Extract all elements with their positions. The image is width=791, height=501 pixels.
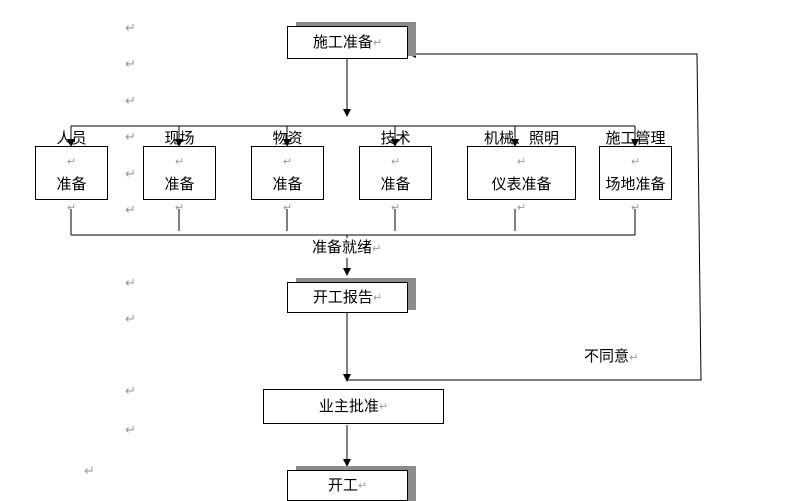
- paragraph-mark: ↵: [282, 155, 293, 168]
- paragraph-mark: ↵: [378, 400, 389, 413]
- paragraph-mark: ↵: [125, 384, 136, 399]
- paragraph-mark: ↵: [629, 351, 639, 364]
- paragraph-mark: ↵: [125, 57, 136, 72]
- label-ready: 准备就绪↵: [312, 238, 382, 258]
- paragraph-mark: ↵: [125, 94, 136, 109]
- node-site-prep: 现场 ↵ 准备 ↵: [143, 129, 216, 214]
- node-start-work-label: 开工: [327, 476, 358, 494]
- paragraph-mark: ↵: [372, 242, 382, 255]
- paragraph-mark: ↵: [125, 423, 136, 438]
- node-construction-prep-label: 施工准备: [312, 33, 373, 51]
- paragraph-mark: ↵: [174, 155, 185, 168]
- label-disagree: 不同意↵: [584, 347, 638, 367]
- node-machinery-prep: 机械、照明 ↵ 仪表准备 ↵: [467, 129, 576, 214]
- paragraph-mark: ↵: [84, 464, 95, 479]
- paragraph-mark: ↵: [516, 201, 527, 214]
- site-prep-line2: 准备: [164, 175, 195, 193]
- machinery-prep-line1: 机械、照明: [483, 129, 559, 147]
- paragraph-mark: ↵: [125, 203, 136, 218]
- node-material-prep: 物资 ↵ 准备 ↵: [251, 129, 324, 214]
- machinery-prep-line2: 仪表准备: [491, 175, 552, 193]
- personnel-prep-line2: 准备: [56, 175, 87, 193]
- node-construction-prep: 施工准备↵: [287, 26, 408, 59]
- paragraph-mark: ↵: [390, 155, 401, 168]
- node-owner-approval-label: 业主批准: [318, 397, 379, 415]
- site-prep-line1: 现场: [164, 129, 195, 147]
- node-personnel-prep: 人员 ↵ 准备 ↵: [35, 129, 108, 214]
- node-start-report-label: 开工报告: [312, 288, 373, 306]
- paragraph-mark: ↵: [372, 36, 383, 49]
- paragraph-mark: ↵: [630, 155, 641, 168]
- paragraph-mark: ↵: [390, 201, 401, 214]
- paragraph-mark: ↵: [125, 21, 136, 36]
- paragraph-mark: ↵: [66, 155, 77, 168]
- personnel-prep-line1: 人员: [56, 129, 87, 147]
- paragraph-mark: ↵: [630, 201, 641, 214]
- paragraph-mark: ↵: [357, 479, 368, 492]
- paragraph-mark: ↵: [125, 130, 136, 145]
- label-ready-text: 准备就绪: [312, 238, 373, 256]
- node-start-report: 开工报告↵: [287, 282, 408, 313]
- paragraph-mark: ↵: [66, 201, 77, 214]
- paragraph-mark: ↵: [125, 167, 136, 182]
- paragraph-mark: ↵: [516, 155, 527, 168]
- paragraph-mark: ↵: [282, 201, 293, 214]
- paragraph-mark: ↵: [125, 312, 136, 327]
- node-owner-approval: 业主批准↵: [263, 389, 444, 424]
- technical-prep-line1: 技术: [380, 129, 411, 147]
- material-prep-line2: 准备: [272, 175, 303, 193]
- node-start-work: 开工↵: [287, 470, 408, 501]
- connector-disagree-loop: [347, 50, 702, 381]
- management-prep-line2: 场地准备: [605, 175, 666, 193]
- technical-prep-line2: 准备: [380, 175, 411, 193]
- node-management-prep: 施工管理 ↵ 场地准备 ↵: [599, 129, 672, 214]
- management-prep-line1: 施工管理: [605, 129, 666, 147]
- label-disagree-text: 不同意: [584, 347, 630, 365]
- material-prep-line1: 物资: [272, 129, 303, 147]
- paragraph-mark: ↵: [174, 201, 185, 214]
- paragraph-mark: ↵: [372, 291, 383, 304]
- paragraph-mark: ↵: [125, 276, 136, 291]
- node-technical-prep: 技术 ↵ 准备 ↵: [359, 129, 432, 214]
